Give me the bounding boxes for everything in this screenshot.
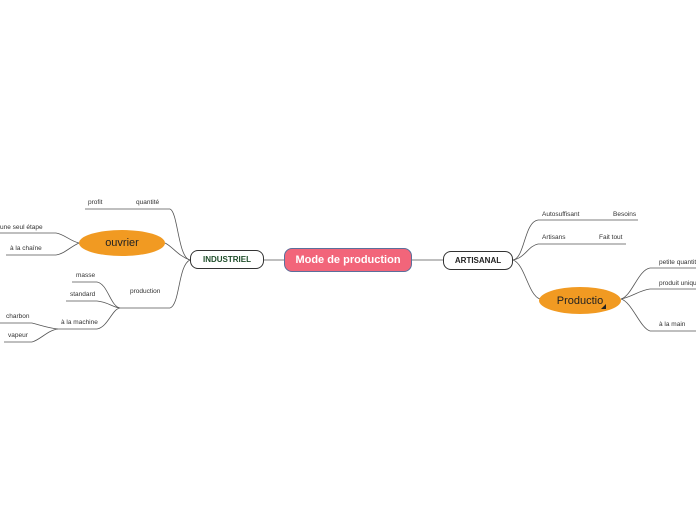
masse-label[interactable]: masse xyxy=(76,272,96,279)
charbon-label[interactable]: charbon xyxy=(6,313,30,320)
artisanal-node[interactable]: ARTISANAL xyxy=(443,251,513,270)
resize-handle-icon[interactable] xyxy=(601,304,606,309)
a-la-chaine-label[interactable]: à la chaîne xyxy=(10,245,42,252)
a-la-main-label[interactable]: à la main xyxy=(659,321,686,328)
artisanal-label: ARTISANAL xyxy=(454,256,502,265)
productio-label: Productio xyxy=(556,294,604,307)
industriel-node[interactable]: INDUSTRIEL xyxy=(190,250,264,269)
a-la-machine-label[interactable]: à la machine xyxy=(61,319,98,326)
autosuffisant-label[interactable]: Autosuffisant xyxy=(542,211,580,218)
ouvrier-node[interactable]: ouvrier xyxy=(79,230,165,256)
artisans-label[interactable]: Artisans xyxy=(542,234,566,241)
vapeur-label[interactable]: vapeur xyxy=(8,332,28,339)
une-seul-etape-label[interactable]: une seul étape xyxy=(0,224,43,231)
besoins-label[interactable]: Besoins xyxy=(613,211,637,218)
central-topic-label: Mode de production xyxy=(295,254,401,266)
fait-tout-label[interactable]: Fait tout xyxy=(599,234,623,241)
produit-unique-label[interactable]: produit uniqu xyxy=(659,280,696,287)
production-label[interactable]: production xyxy=(130,288,161,295)
petite-quantite-label[interactable]: petite quantit xyxy=(659,259,696,266)
central-topic-node[interactable]: Mode de production xyxy=(284,248,412,272)
profit-label[interactable]: profit xyxy=(88,199,103,206)
industriel-label: INDUSTRIEL xyxy=(203,255,251,264)
standard-label[interactable]: standard xyxy=(70,291,96,298)
quantite-label[interactable]: quantité xyxy=(136,199,160,206)
productio-node[interactable]: Productio xyxy=(539,287,621,314)
ouvrier-label: ouvrier xyxy=(105,237,139,249)
